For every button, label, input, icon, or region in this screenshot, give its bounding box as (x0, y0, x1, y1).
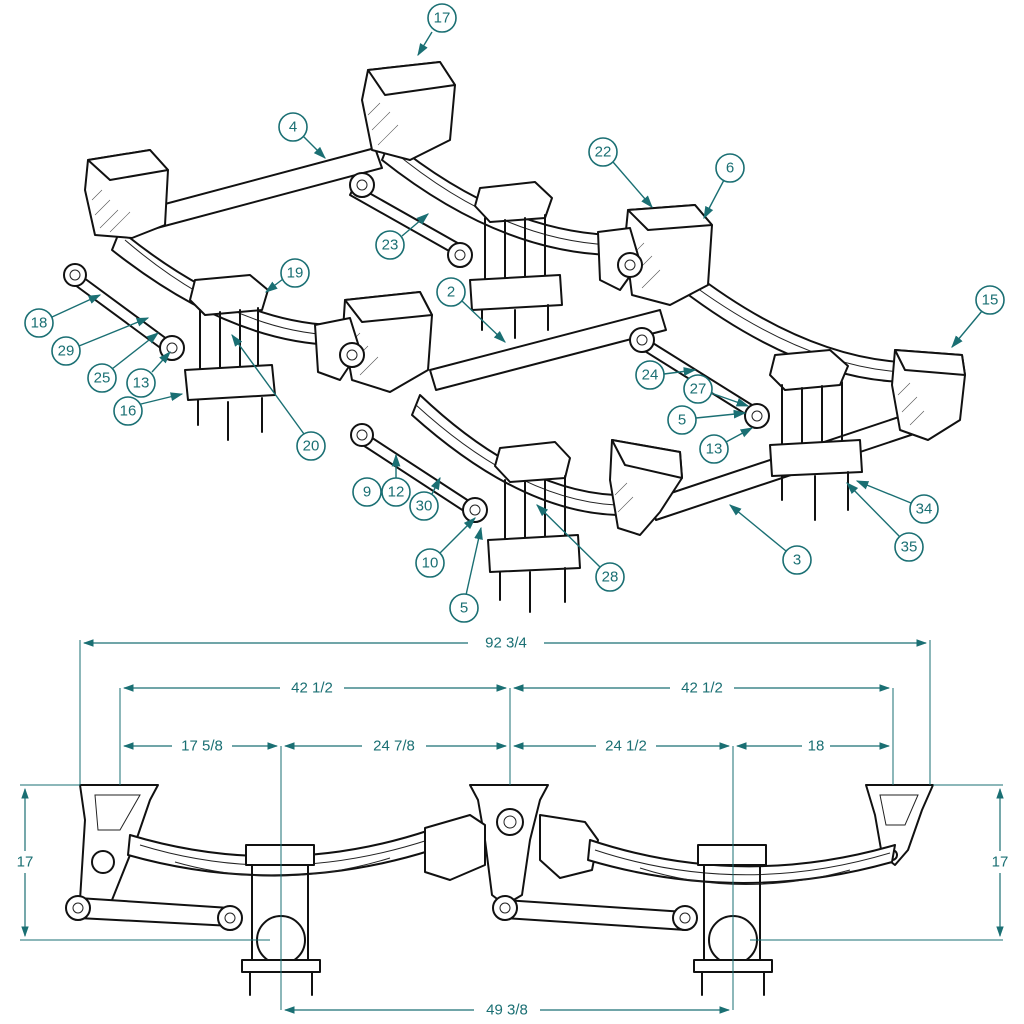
cross-tube-rear (134, 147, 383, 233)
callouts: 17 4 22 6 23 19 2 (24, 3, 1005, 623)
svg-text:28: 28 (602, 569, 619, 586)
dim-height-right: 17 (992, 854, 1009, 871)
svg-text:29: 29 (58, 343, 75, 360)
dim-height-left: 17 (17, 854, 34, 871)
svg-text:3: 3 (793, 552, 801, 569)
hanger-front-right (891, 349, 966, 441)
callout-12: 12 (381, 453, 411, 507)
bushings (63, 172, 770, 523)
cross-tube-middle (429, 309, 667, 391)
dim-left-half: 42 1/2 (291, 680, 333, 697)
dim-left-axle-to-center: 24 7/8 (373, 738, 415, 755)
callout-27: 27 (683, 374, 750, 407)
callout-2: 2 (436, 277, 506, 343)
svg-text:5: 5 (460, 600, 468, 617)
dim-right-half: 42 1/2 (681, 680, 723, 697)
callout-28: 28 (536, 504, 625, 592)
svg-text:13: 13 (133, 375, 150, 392)
svg-text:15: 15 (982, 292, 999, 309)
callout-13b: 13 (699, 427, 754, 464)
callout-35: 35 (846, 482, 924, 562)
callout-25: 25 (87, 332, 159, 393)
svg-text:27: 27 (690, 381, 707, 398)
hanger-rear-center (361, 61, 456, 161)
axle-seat-rr (469, 181, 563, 339)
axle-seat-rl (184, 274, 276, 441)
callout-5b: 5 (449, 526, 483, 623)
svg-text:5: 5 (678, 412, 686, 429)
callout-19: 19 (264, 258, 310, 293)
dim-overall-width: 92 3/4 (485, 635, 527, 652)
callout-16: 16 (113, 392, 184, 426)
dim-center-to-right-axle: 24 1/2 (605, 738, 647, 755)
side-equalizer-right (539, 814, 599, 879)
side-view (65, 784, 934, 996)
callout-29: 29 (51, 317, 150, 366)
svg-text:17: 17 (434, 10, 451, 27)
callout-23: 23 (375, 213, 429, 260)
callout-5a: 5 (667, 405, 747, 435)
svg-text:22: 22 (595, 144, 612, 161)
callout-24: 24 (635, 360, 697, 390)
callout-34: 34 (855, 480, 939, 524)
svg-text:24: 24 (642, 367, 659, 384)
callout-4: 4 (278, 112, 326, 159)
svg-text:2: 2 (447, 284, 455, 301)
side-spring-right (587, 839, 896, 884)
svg-text:19: 19 (287, 265, 304, 282)
svg-text:35: 35 (901, 539, 918, 556)
callout-3: 3 (729, 504, 812, 575)
svg-text:20: 20 (303, 438, 320, 455)
dim-left-hanger-to-axle: 17 5/8 (181, 738, 223, 755)
hanger-rear-left (84, 149, 169, 239)
svg-text:12: 12 (388, 484, 405, 501)
svg-text:23: 23 (382, 237, 399, 254)
side-equalizer (424, 814, 486, 881)
svg-text:4: 4 (289, 119, 297, 136)
svg-text:16: 16 (120, 403, 137, 420)
hanger-rear-right (624, 204, 713, 306)
side-torque-arm-right (504, 899, 687, 931)
dim-axle-spacing: 49 3/8 (486, 1002, 528, 1019)
svg-text:30: 30 (416, 498, 433, 515)
callout-10: 10 (415, 517, 476, 578)
svg-text:25: 25 (94, 370, 111, 387)
svg-text:18: 18 (31, 315, 48, 332)
hanger-front-center (609, 439, 683, 536)
svg-text:13: 13 (706, 441, 723, 458)
svg-text:6: 6 (726, 160, 734, 177)
svg-text:9: 9 (363, 484, 371, 501)
callout-17: 17 (417, 3, 457, 57)
isometric-view (63, 61, 966, 613)
callout-9: 9 (352, 477, 382, 507)
callout-13a: 13 (126, 351, 171, 398)
dim-right-axle-to-hanger: 18 (808, 738, 825, 755)
callout-20: 20 (231, 333, 326, 461)
callout-15: 15 (951, 285, 1005, 348)
svg-text:10: 10 (422, 555, 439, 572)
dimension-lines: 92 3/4 42 1/2 42 1/2 17 5/8 24 7/8 24 1/… (12, 632, 1013, 1021)
callout-30: 30 (409, 476, 441, 521)
callout-6: 6 (703, 153, 745, 220)
callout-18: 18 (24, 294, 102, 338)
side-torque-arm-left (77, 897, 233, 927)
callout-22: 22 (588, 137, 653, 208)
axle-seat-fl (487, 441, 581, 613)
axle-seat-fr (769, 349, 863, 521)
svg-text:34: 34 (916, 501, 933, 518)
